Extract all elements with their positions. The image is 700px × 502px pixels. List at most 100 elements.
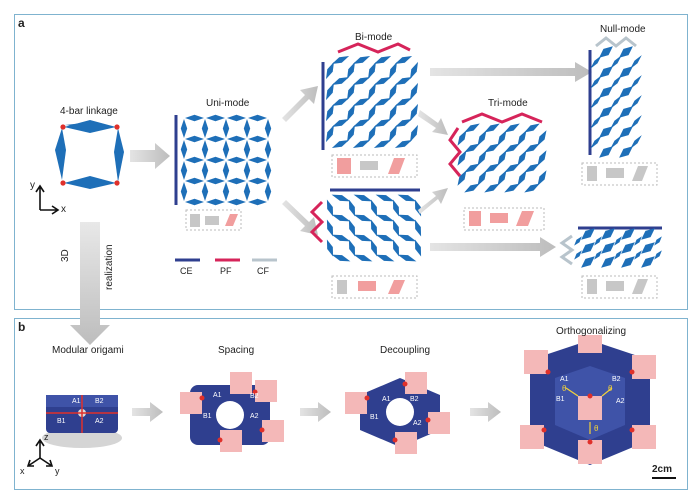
realization-3d: 3D — [60, 249, 71, 262]
lattice-cell — [409, 124, 419, 143]
lattice-cell — [227, 198, 246, 206]
lattice-cell — [497, 130, 507, 146]
lattice-cell — [599, 126, 613, 138]
axis-x-label: x — [61, 204, 66, 215]
lattice-cell — [227, 114, 246, 122]
lattice-cell — [348, 219, 356, 237]
lattice-cell — [326, 199, 334, 217]
lattice-cell — [641, 228, 655, 240]
lower-null-strain-icons — [581, 275, 658, 299]
uni-mode-strain-icons — [185, 209, 242, 231]
lattice-cell — [248, 198, 267, 206]
lattice-cell — [497, 170, 507, 186]
scale-bar-label: 2cm — [652, 464, 673, 475]
lattice-cell — [397, 194, 417, 202]
legend-ce: CE — [180, 266, 193, 276]
lattice-cell — [325, 103, 335, 122]
lower-strain-icons — [331, 275, 418, 299]
lattice-cell — [614, 250, 622, 260]
lattice-cell — [201, 140, 209, 159]
arrow-to-lower-null — [430, 237, 556, 257]
lattice-cell — [392, 239, 400, 257]
lattice-cell — [641, 242, 655, 254]
lattice-cell — [348, 239, 356, 257]
lattice-cell — [331, 55, 350, 65]
lattice-cell — [180, 161, 188, 180]
lattice-cell — [414, 219, 422, 237]
lattice-cell — [634, 236, 642, 246]
lattice-cell — [619, 126, 633, 138]
lattice-cell — [619, 146, 633, 158]
lattice-cell — [517, 170, 527, 186]
lattice-cell — [352, 118, 371, 128]
axis-y-label: y — [30, 180, 35, 191]
xyz-axes — [26, 438, 54, 467]
stage-orthogonalizing: Orthogonalizing — [556, 326, 627, 337]
lattice-cell — [630, 135, 642, 149]
lattice-cell — [206, 198, 225, 206]
arrow-bi-to-tri — [418, 110, 448, 135]
lattice-cell — [414, 239, 422, 257]
lattice-cell — [621, 242, 635, 254]
lattice-cell — [630, 75, 642, 89]
decoupling-label-a2: A2 — [413, 420, 422, 427]
lattice-cell — [599, 66, 613, 78]
lattice-cell — [524, 163, 540, 173]
lattice-cell — [581, 242, 595, 254]
lattice-cell — [353, 234, 373, 242]
lattice-cell — [352, 139, 371, 149]
spacing-label-b2: B2 — [250, 393, 259, 400]
lattice-cell — [331, 234, 351, 242]
decoupling-model — [345, 372, 450, 454]
ortho-label-b1: B1 — [556, 396, 565, 403]
lattice-cell — [457, 170, 467, 186]
lattice-cell — [610, 135, 622, 149]
lattice-cell — [325, 82, 335, 101]
lattice-cell — [388, 61, 398, 80]
lattice-cell — [352, 97, 371, 107]
lattice-cell — [222, 140, 230, 159]
lattice-cell — [477, 170, 487, 186]
lattice-cell — [641, 256, 655, 268]
lattice-cell — [370, 239, 378, 257]
lattice-cell — [346, 61, 356, 80]
lattice-cell — [599, 106, 613, 118]
lattice-cell — [201, 161, 209, 180]
lattice-cell — [326, 239, 334, 257]
lattice-cell — [185, 135, 204, 143]
lattice-cell — [619, 86, 633, 98]
panel-b-label: b — [18, 320, 26, 334]
lattice-cell — [331, 254, 351, 262]
axis-x-label-b: x — [20, 466, 25, 476]
lattice-cell — [375, 194, 395, 202]
lattice-cell — [654, 236, 662, 246]
spacing-label-a1: A1 — [213, 392, 222, 399]
panel-a-label: a — [18, 16, 25, 30]
lattice-cell — [601, 228, 615, 240]
lattice-cell — [206, 114, 225, 122]
lattice-cell — [614, 236, 622, 246]
xy-axes — [35, 184, 60, 215]
lattice-cell — [394, 139, 413, 149]
lattice-cell — [331, 76, 350, 86]
lattice-cell — [477, 130, 487, 146]
origami-label-a1: A1 — [72, 398, 81, 405]
lattice-cell — [180, 119, 188, 138]
lattice-cell — [185, 198, 204, 206]
lattice-cell — [619, 46, 633, 58]
theta-label-2: θ — [608, 384, 613, 393]
arrow-to-spacing — [132, 402, 163, 422]
lattice-cell — [367, 124, 377, 143]
lattice-cell — [504, 123, 520, 133]
lattice-cell — [392, 219, 400, 237]
tri-mode-lattice — [448, 112, 547, 193]
four-bar-linkage — [55, 120, 124, 189]
lattice-cell — [388, 103, 398, 122]
lattice-cell — [264, 119, 272, 138]
uni-mode-lattice — [174, 114, 272, 206]
origami-label-a2: A2 — [95, 418, 104, 425]
lattice-cell — [574, 250, 582, 260]
lattice-cell — [248, 177, 267, 185]
lattice-cell — [375, 214, 395, 222]
lattice-cell — [222, 161, 230, 180]
